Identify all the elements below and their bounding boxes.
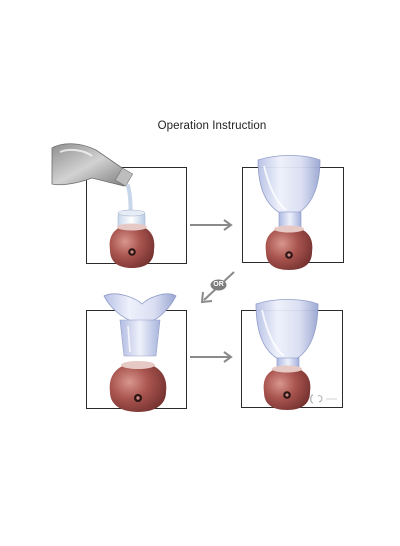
nose-mask-icon — [103, 293, 177, 357]
step-3-illustration — [103, 293, 177, 412]
steamer-base-icon — [109, 223, 155, 268]
arrow-right-icon — [190, 351, 233, 363]
steamer-base-icon — [265, 225, 313, 270]
face-cup-icon — [257, 155, 321, 229]
or-badge — [210, 279, 227, 291]
page-title: Operation Instruction — [157, 120, 267, 132]
step-2-illustration — [257, 155, 321, 270]
steamer-base-icon — [263, 365, 311, 410]
steamer-base-icon — [109, 361, 167, 412]
arrow-right-icon — [190, 219, 233, 231]
step-4-illustration — [255, 299, 319, 410]
or-label: OR — [213, 281, 224, 288]
step-1-illustration — [51, 143, 155, 268]
water-bottle-icon — [51, 143, 134, 187]
face-cup-icon — [255, 299, 319, 371]
watermark-logo — [310, 394, 337, 404]
